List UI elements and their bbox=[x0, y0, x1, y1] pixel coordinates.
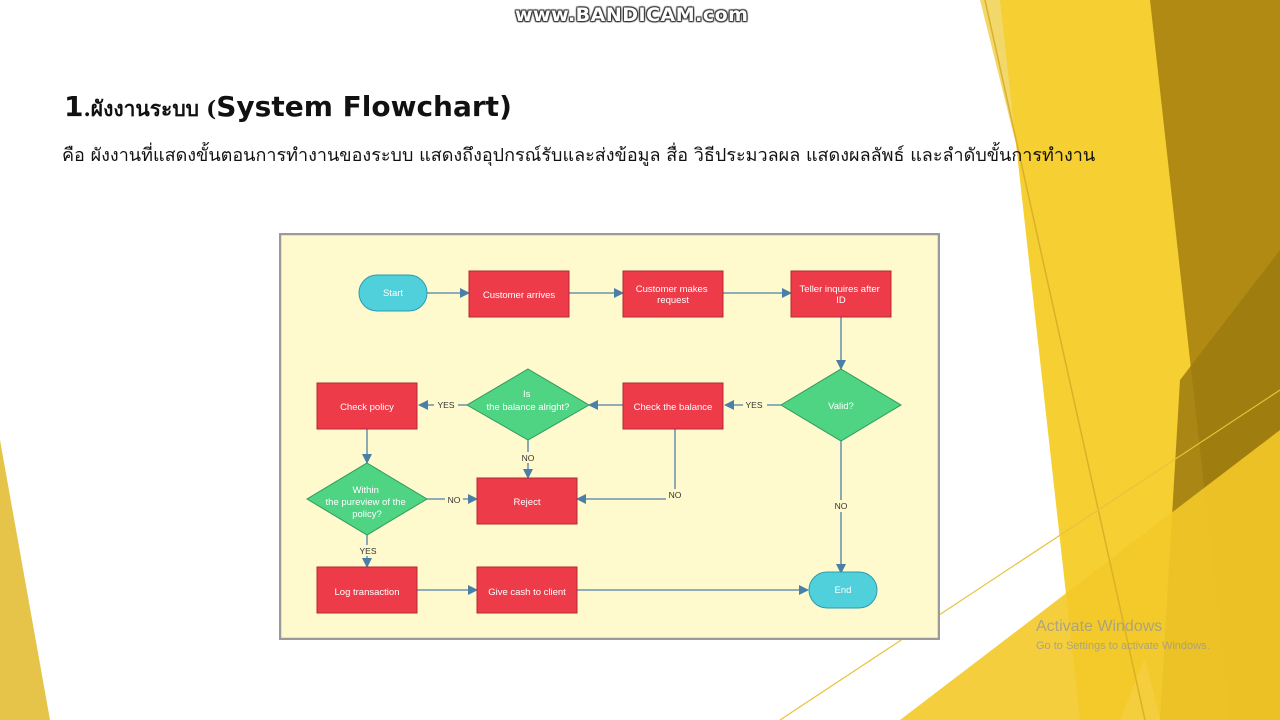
check-policy-label: Check policy bbox=[340, 402, 394, 413]
customer-arrives-process bbox=[468, 270, 570, 318]
reject-process bbox=[476, 477, 578, 525]
start-terminal bbox=[358, 274, 428, 312]
title-number: 1 bbox=[64, 90, 84, 123]
title-english: System Flowchart) bbox=[216, 90, 512, 123]
balance-alright-label: Is the balance alright? bbox=[487, 389, 570, 413]
start-label: Start bbox=[383, 288, 403, 299]
balance-alright-line-2: the balance alright? bbox=[487, 402, 570, 413]
valid-no-label-bg bbox=[832, 500, 850, 512]
left-gold-shape bbox=[0, 440, 50, 720]
check-balance-no-label: NO bbox=[669, 490, 682, 500]
within-policy-line-2: the pureview of the bbox=[326, 497, 406, 508]
activate-windows-notice: Activate Windows Go to Settings to activ… bbox=[1036, 618, 1210, 652]
log-transaction-label: Log transaction bbox=[335, 587, 400, 598]
bottom-gold-shape bbox=[900, 430, 1280, 720]
customer-request-line-1: Customer makes bbox=[636, 284, 708, 295]
check-balance-no-label-bg bbox=[666, 489, 684, 500]
bandicam-watermark: www.BANDICAM.com bbox=[515, 4, 749, 26]
balance-yes-label: YES bbox=[437, 400, 454, 410]
valid-decision bbox=[780, 368, 902, 442]
log-transaction-process bbox=[316, 566, 418, 614]
balance-no-label-bg bbox=[519, 452, 537, 463]
balance-no-label: NO bbox=[522, 453, 535, 463]
valid-no-label: NO bbox=[835, 501, 848, 511]
policy-no-label: NO bbox=[448, 495, 461, 505]
teller-inquires-line-2: ID bbox=[836, 295, 846, 306]
teller-inquires-process bbox=[790, 270, 892, 318]
title-thai: .ผังงานระบบ ( bbox=[83, 96, 217, 121]
check-balance-label: Check the balance bbox=[634, 402, 713, 413]
teller-inquires-label: Teller inquires after ID bbox=[800, 284, 883, 306]
give-cash-label: Give cash to client bbox=[488, 587, 566, 598]
give-cash-process bbox=[476, 566, 578, 614]
end-label: End bbox=[835, 585, 852, 596]
reject-label: Reject bbox=[514, 497, 541, 508]
end-terminal bbox=[808, 571, 878, 609]
teller-inquires-line-1: Teller inquires after bbox=[800, 284, 880, 295]
gold-thin-line-2 bbox=[779, 389, 1280, 720]
customer-arrives-label: Customer arrives bbox=[483, 290, 556, 301]
valid-yes-label: YES bbox=[745, 400, 762, 410]
balance-yes-label-bg bbox=[434, 399, 458, 410]
customer-request-label: Customer makes request bbox=[636, 284, 710, 306]
balance-alright-line-1: Is bbox=[523, 389, 531, 400]
within-policy-label: Within the pureview of the policy? bbox=[326, 485, 409, 520]
system-flowchart: Start Customer arrives Customer makes re… bbox=[279, 233, 940, 640]
within-policy-line-1: Within bbox=[352, 485, 378, 496]
within-policy-decision bbox=[306, 462, 428, 536]
customer-request-line-2: request bbox=[657, 295, 689, 306]
slide-title: 1.ผังงานระบบ (System Flowchart) bbox=[64, 90, 512, 126]
valid-label: Valid? bbox=[828, 401, 854, 412]
check-balance-process bbox=[622, 382, 724, 430]
activate-windows-title: Activate Windows bbox=[1036, 618, 1163, 635]
valid-yes-label-bg bbox=[743, 399, 767, 410]
check-policy-process bbox=[316, 382, 418, 430]
balance-alright-decision bbox=[466, 368, 590, 441]
gold-thin-line bbox=[984, 0, 1146, 720]
slide-description: คือ ผังงานที่แสดงขั้นตอนการทำงานของระบบ … bbox=[62, 145, 1096, 166]
customer-request-process bbox=[622, 270, 724, 318]
policy-no-label-bg bbox=[445, 494, 463, 505]
within-policy-line-3: policy? bbox=[352, 509, 382, 520]
policy-yes-label: YES bbox=[359, 546, 376, 556]
activate-windows-subtitle: Go to Settings to activate Windows. bbox=[1036, 640, 1210, 652]
policy-yes-label-bg bbox=[356, 545, 380, 556]
